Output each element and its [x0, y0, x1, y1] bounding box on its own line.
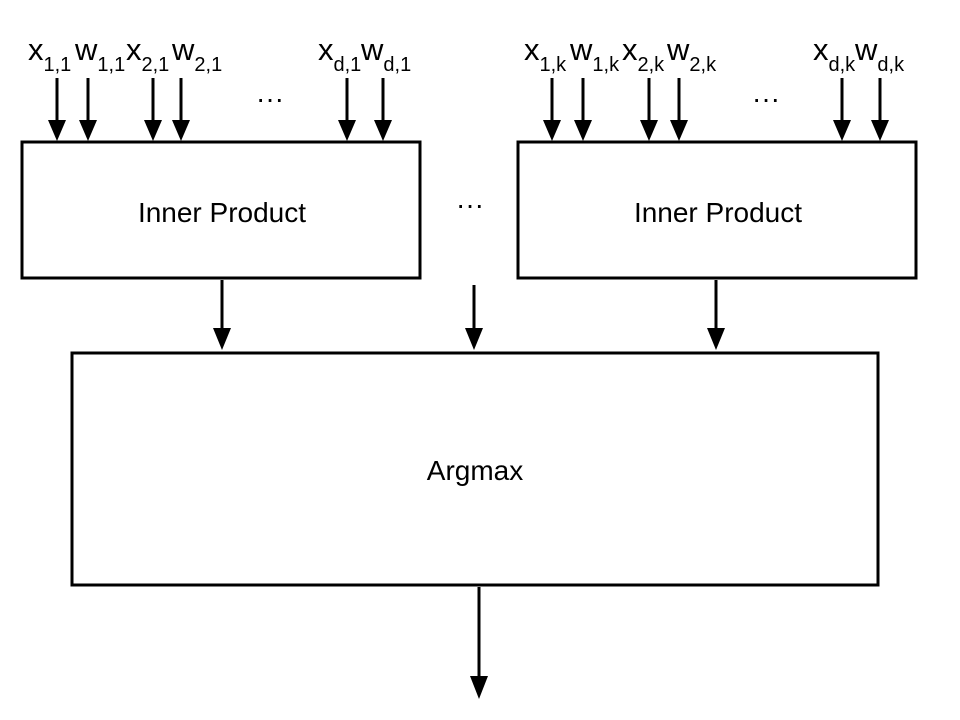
inner-product-label-1: Inner Product: [138, 197, 306, 228]
inner-product-box-k: [516, 140, 918, 280]
inner-product-block-1: x1,1 w1,1 x2,1 w2,1 xd,1 wd,1 ···: [20, 32, 422, 280]
input-ellipsis-1: ···: [256, 83, 284, 114]
input-ellipsis-k: ···: [752, 83, 780, 114]
input-arrow-head: [374, 120, 392, 141]
argmax-input-arrow-head: [707, 328, 725, 350]
input-label-x-d-k: xd,k: [813, 32, 856, 76]
argmax-input-arrow-head: [213, 328, 231, 350]
input-label-x-1-k: x1,k: [524, 32, 567, 76]
output-arrow: [470, 587, 488, 699]
output-arrow-head: [470, 676, 488, 699]
input-arrow-head: [833, 120, 851, 141]
input-label-x-d-1: xd,1: [318, 32, 361, 76]
input-label-w-d-1: wd,1: [360, 32, 411, 76]
argmax-input-arrows: [213, 280, 725, 350]
input-label-w-2-1: w2,1: [171, 32, 222, 76]
input-arrow-head: [574, 120, 592, 141]
argmax-label: Argmax: [427, 455, 523, 486]
input-arrow-head: [871, 120, 889, 141]
input-arrow-head: [338, 120, 356, 141]
input-arrow-head: [640, 120, 658, 141]
input-label-w-2-k: w2,k: [666, 32, 717, 76]
input-arrow-head: [79, 120, 97, 141]
argmax-box: [70, 351, 880, 587]
input-arrow-head: [48, 120, 66, 141]
input-label-x-1-1: x1,1: [28, 32, 71, 76]
input-arrows-k: [543, 78, 889, 141]
input-label-w-1-1: w1,1: [74, 32, 125, 76]
input-arrow-head: [172, 120, 190, 141]
input-label-x-2-1: x2,1: [126, 32, 169, 76]
input-arrow-head: [144, 120, 162, 141]
input-arrows-1: [48, 78, 392, 141]
between-blocks-ellipsis: ···: [456, 189, 484, 220]
input-label-x-2-k: x2,k: [622, 32, 665, 76]
argmax-input-arrow-head: [465, 328, 483, 350]
inner-product-block-k: x1,k w1,k x2,k w2,k xd,k wd,k ···: [516, 32, 918, 280]
input-arrow-head: [543, 120, 561, 141]
inner-product-box-1: [20, 140, 422, 280]
inner-product-label-k: Inner Product: [634, 197, 802, 228]
input-label-w-d-k: wd,k: [854, 32, 905, 76]
input-label-w-1-k: w1,k: [569, 32, 620, 76]
input-arrow-head: [670, 120, 688, 141]
